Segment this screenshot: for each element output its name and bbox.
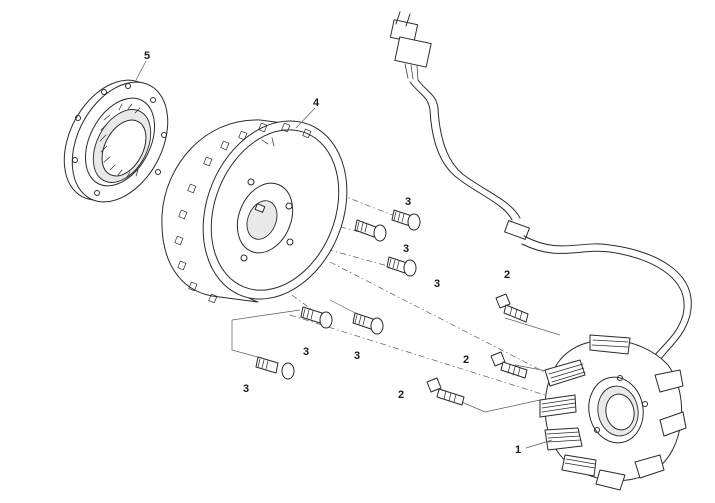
callout-bolt-d: 3 <box>303 346 309 358</box>
callout-one-way-clutch: 5 <box>144 50 150 62</box>
callout-stator: 1 <box>515 444 521 456</box>
callout-stator-bolt-c: 2 <box>398 389 404 401</box>
stator-bolt-c <box>426 377 465 406</box>
flywheel-bolt-c <box>386 256 417 277</box>
callout-bolt-c: 3 <box>434 278 440 290</box>
flywheel-bolt-e <box>352 312 384 335</box>
flywheel-bolt-a <box>391 209 421 231</box>
one-way-clutch <box>63 79 169 203</box>
stator-bolt-b <box>490 351 528 379</box>
callout-bolt-b: 3 <box>403 243 409 255</box>
flywheel-bolt-d <box>300 306 333 329</box>
callout-flywheel: 4 <box>313 97 320 109</box>
callout-bolt-f: 3 <box>243 383 249 395</box>
callout-stator-bolt-b: 2 <box>463 354 469 366</box>
flywheel-rotor <box>161 119 348 304</box>
callout-bolt-e: 3 <box>354 350 360 362</box>
callout-stator-bolt-a: 2 <box>504 269 510 281</box>
callout-bolt-a: 3 <box>405 196 411 208</box>
wiring-harness <box>389 11 692 361</box>
stator <box>539 334 687 491</box>
flywheel-bolt-b <box>354 219 387 242</box>
flywheel-bolt-f <box>255 356 295 380</box>
stator-bolt-a <box>495 293 529 323</box>
callout-labels: 5 4 3 3 3 3 3 3 2 2 2 1 <box>135 50 553 456</box>
